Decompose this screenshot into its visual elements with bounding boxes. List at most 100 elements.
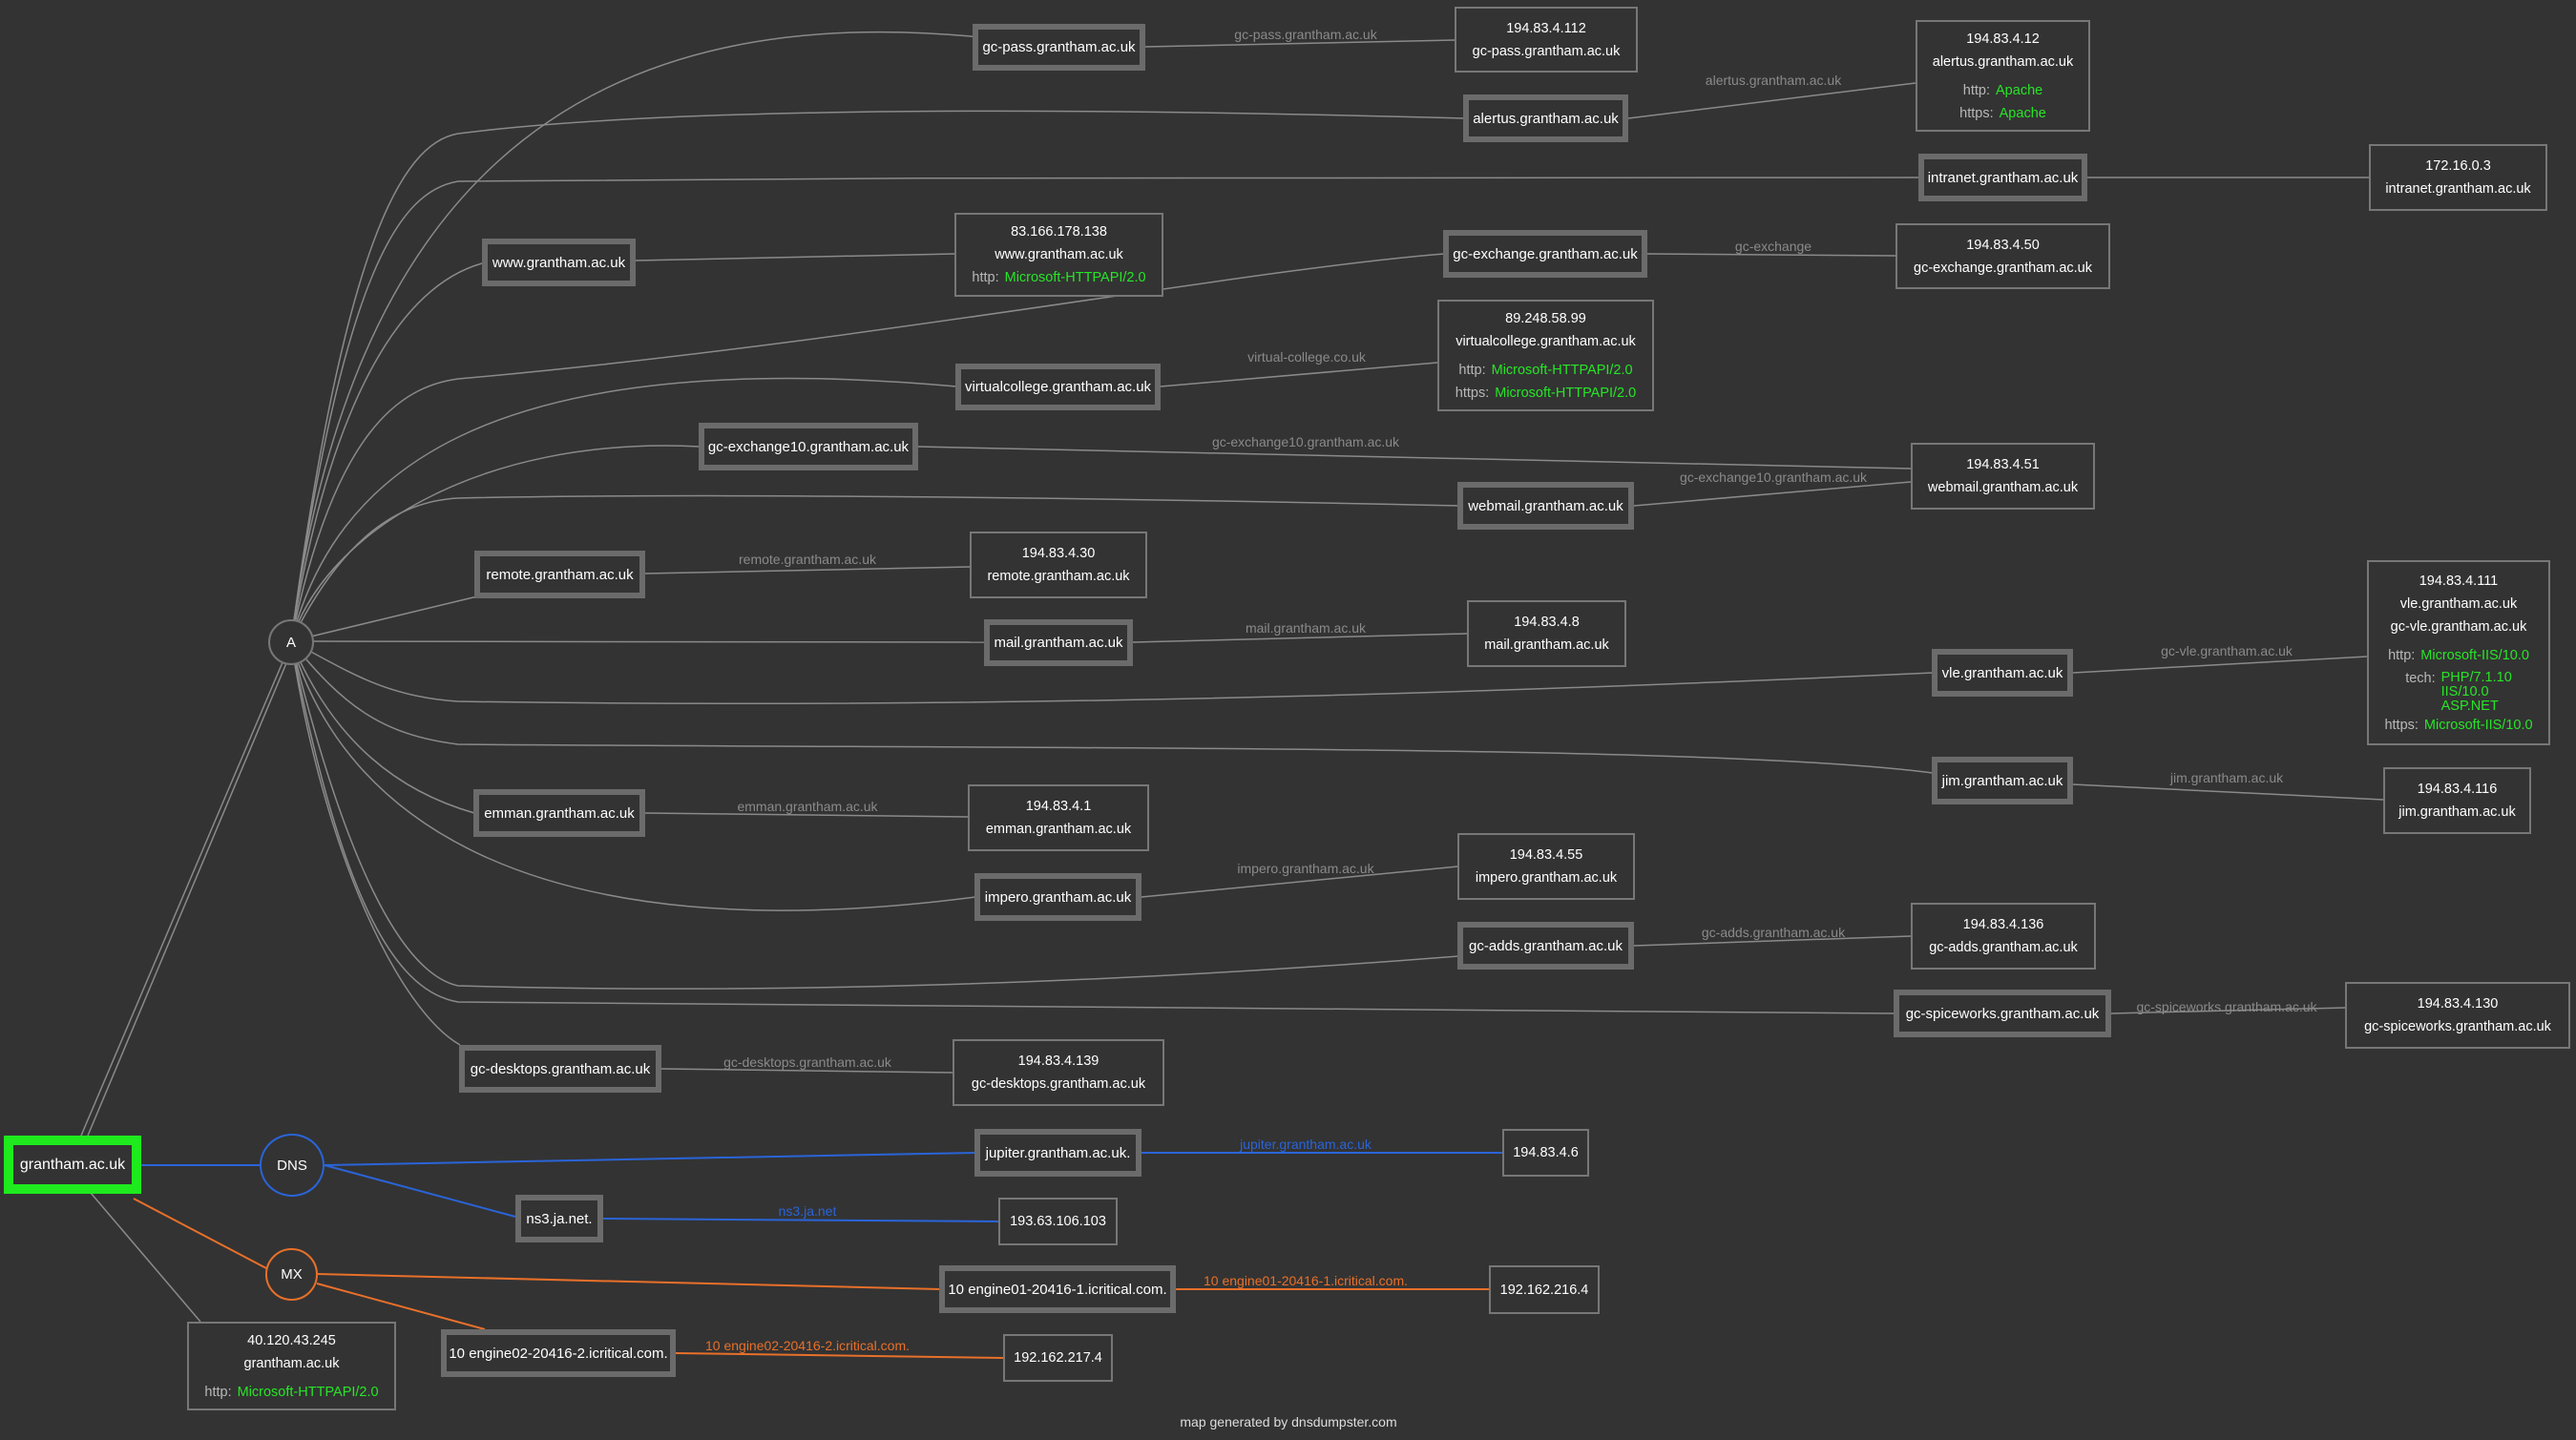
edge-a-emman xyxy=(290,640,475,814)
info-box-remote: 194.83.4.30 remote.grantham.ac.uk xyxy=(970,532,1147,598)
mx-node-engine01[interactable]: 10 engine01-20416-1.icritical.com. xyxy=(939,1265,1176,1313)
edge-label-jupiter: jupiter.grantham.ac.uk xyxy=(1240,1137,1372,1152)
ns-node-jupiter[interactable]: jupiter.grantham.ac.uk. xyxy=(974,1129,1141,1177)
info-box-intranet: 172.16.0.3 intranet.grantham.ac.uk xyxy=(2369,144,2547,211)
info-box-vle: 194.83.4.111 vle.grantham.ac.uk gc-vle.g… xyxy=(2367,560,2550,745)
a-record-hub[interactable]: A xyxy=(268,619,314,665)
host-node-mail[interactable]: mail.grantham.ac.uk xyxy=(984,619,1133,666)
info-box-engine02: 192.162.217.4 xyxy=(1003,1334,1113,1382)
ip-address: 194.83.4.116 xyxy=(2417,782,2498,797)
host-node-gc-desktops[interactable]: gc-desktops.grantham.ac.uk xyxy=(459,1045,661,1093)
host-node-virtualcollege[interactable]: virtualcollege.grantham.ac.uk xyxy=(955,364,1161,410)
info-box-jim: 194.83.4.116 jim.grantham.ac.uk xyxy=(2383,767,2531,834)
info-box-emman: 194.83.4.1 emman.grantham.ac.uk xyxy=(968,784,1149,851)
hostname: remote.grantham.ac.uk xyxy=(987,569,1130,584)
edge-webmail-info xyxy=(1633,481,1912,507)
host-node-jim[interactable]: jim.grantham.ac.uk xyxy=(1932,757,2073,804)
ip-address: 194.83.4.6 xyxy=(1513,1145,1579,1160)
a-record-edges xyxy=(80,31,2384,1323)
edge-gc-exchange-info xyxy=(1646,253,1896,257)
info-box-gc-pass: 194.83.4.112 gc-pass.grantham.ac.uk xyxy=(1455,7,1638,73)
footer-credit: map generated by dnsdumpster.com xyxy=(1180,1414,1397,1430)
edge-root-to-a xyxy=(80,641,292,1137)
ip-address: 194.83.4.55 xyxy=(1509,847,1583,863)
hostname: gc-pass.grantham.ac.uk xyxy=(1472,43,1621,59)
hostname: vle.grantham.ac.uk xyxy=(2399,595,2518,612)
edge-label-gc-exchange10: gc-exchange10.grantham.ac.uk xyxy=(1211,434,1400,449)
mx-node-engine02[interactable]: 10 engine02-20416-2.icritical.com. xyxy=(441,1329,676,1377)
host-node-gc-adds[interactable]: gc-adds.grantham.ac.uk xyxy=(1457,922,1634,970)
edge-label-mail: mail.grantham.ac.uk xyxy=(1245,620,1367,636)
edge-root-to-mx xyxy=(133,1198,267,1269)
info-box-impero: 194.83.4.55 impero.grantham.ac.uk xyxy=(1457,833,1635,900)
edge-gc-adds-info xyxy=(1633,935,1912,947)
edge-a-www xyxy=(290,262,483,642)
host-node-gc-pass[interactable]: gc-pass.grantham.ac.uk xyxy=(973,24,1145,71)
edge-gc-desktops-info xyxy=(660,1068,953,1074)
host-node-gc-exchange10[interactable]: gc-exchange10.grantham.ac.uk xyxy=(699,423,918,470)
info-box-engine01: 192.162.216.4 xyxy=(1489,1265,1600,1314)
host-node-gc-exchange[interactable]: gc-exchange.grantham.ac.uk xyxy=(1443,230,1647,278)
http-server-row: http:Microsoft-IIS/10.0 xyxy=(2388,647,2529,663)
dns-record-hub[interactable]: DNS xyxy=(260,1134,325,1197)
host-node-emman[interactable]: emman.grantham.ac.uk xyxy=(473,789,645,837)
edge-label-emman: emman.grantham.ac.uk xyxy=(737,799,878,814)
ns-node-ns3[interactable]: ns3.ja.net. xyxy=(515,1195,603,1242)
edge-engine02-info xyxy=(675,1352,1004,1359)
host-node-remote[interactable]: remote.grantham.ac.uk xyxy=(474,551,645,598)
edge-a-impero xyxy=(290,640,976,911)
ip-address: 194.83.4.112 xyxy=(1506,20,1586,36)
edge-mail-info xyxy=(1132,633,1468,643)
edge-a-mail xyxy=(290,640,986,643)
host-node-www[interactable]: www.grantham.ac.uk xyxy=(482,239,636,286)
edge-a-virtualcollege xyxy=(290,377,957,642)
edge-remote-info xyxy=(644,566,971,574)
ip-address: 194.83.4.50 xyxy=(1966,237,2040,253)
http-server-row: http:Microsoft-HTTPAPI/2.0 xyxy=(1458,362,1633,378)
edge-a-gc-exchange10 xyxy=(290,445,701,642)
edge-label-virtualcollege: virtual-college.co.uk xyxy=(1247,349,1366,365)
edge-label-ns3: ns3.ja.net xyxy=(778,1203,837,1219)
edge-a-gc-adds xyxy=(290,640,1459,990)
edge-root-info xyxy=(90,1192,201,1323)
edge-jim-info xyxy=(2072,783,2384,801)
ip-address: 194.83.4.30 xyxy=(1021,546,1096,561)
edge-vle-info xyxy=(2072,656,2368,674)
hostname: virtualcollege.grantham.ac.uk xyxy=(1456,333,1636,349)
edge-label-engine01: 10 engine01-20416-1.icritical.com. xyxy=(1203,1273,1409,1288)
hostname: mail.grantham.ac.uk xyxy=(1484,637,1609,653)
https-server-row: https:Apache xyxy=(1959,105,2046,121)
host-node-vle[interactable]: vle.grantham.ac.uk xyxy=(1932,649,2073,697)
host-node-impero[interactable]: impero.grantham.ac.uk xyxy=(974,873,1141,921)
hostname: impero.grantham.ac.uk xyxy=(1475,870,1618,886)
hostname: jim.grantham.ac.uk xyxy=(2398,804,2516,820)
host-node-alertus[interactable]: alertus.grantham.ac.uk xyxy=(1463,94,1628,142)
host-node-intranet[interactable]: intranet.grantham.ac.uk xyxy=(1918,154,2087,201)
edge-a-gc-spiceworks xyxy=(290,640,1895,1014)
edge-a-remote xyxy=(290,595,478,642)
host-node-webmail[interactable]: webmail.grantham.ac.uk xyxy=(1457,482,1634,530)
info-box-gc-adds: 194.83.4.136 gc-adds.grantham.ac.uk xyxy=(1911,903,2096,970)
edge-a-alertus xyxy=(290,110,1466,642)
https-server-row: https:Microsoft-IIS/10.0 xyxy=(2384,717,2533,733)
edge-a-gc-desktops xyxy=(290,640,461,1046)
ip-address: 83.166.178.138 xyxy=(1011,224,1107,240)
edge-dns-ns3 xyxy=(324,1164,516,1218)
tech-row: tech: PHP/7.1.10 IIS/10.0 ASP.NET xyxy=(2405,669,2512,714)
hostname-alt: gc-vle.grantham.ac.uk xyxy=(2390,618,2527,635)
ip-address: 194.83.4.12 xyxy=(1966,31,2040,47)
edge-dns-jupiter xyxy=(324,1152,976,1166)
edge-label-alertus: alertus.grantham.ac.uk xyxy=(1705,73,1842,88)
info-box-webmail: 194.83.4.51 webmail.grantham.ac.uk xyxy=(1911,443,2095,510)
root-domain-node[interactable]: grantham.ac.uk xyxy=(4,1136,141,1194)
mx-record-hub[interactable]: MX xyxy=(265,1248,318,1301)
hostname: gc-spiceworks.grantham.ac.uk xyxy=(2364,1019,2551,1034)
http-server-row: http:Apache xyxy=(1962,82,2043,98)
host-node-gc-spiceworks[interactable]: gc-spiceworks.grantham.ac.uk xyxy=(1894,990,2111,1037)
edge-label-gc-spiceworks: gc-spiceworks.grantham.ac.uk xyxy=(2136,999,2317,1014)
info-box-root: 40.120.43.245 grantham.ac.uk http:Micros… xyxy=(187,1322,396,1410)
hostname: alertus.grantham.ac.uk xyxy=(1932,53,2074,70)
ip-address: 194.83.4.130 xyxy=(2417,996,2499,1012)
ip-address: 193.63.106.103 xyxy=(1010,1214,1106,1229)
